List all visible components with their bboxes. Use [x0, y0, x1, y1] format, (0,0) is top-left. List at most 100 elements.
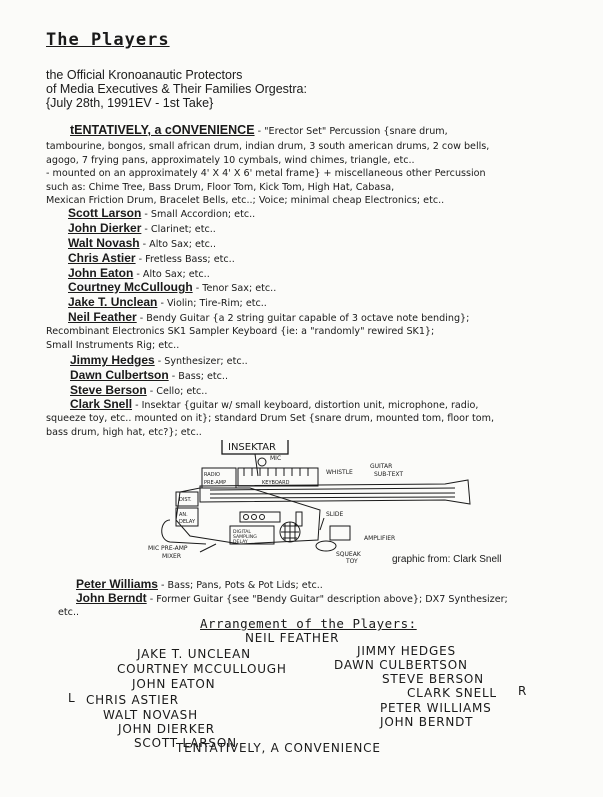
- arrangement-name: STEVE BERSON: [382, 672, 484, 686]
- band-desc-line: such as: Chime Tree, Bass Drum, Floor To…: [46, 182, 395, 193]
- label-dist: DIST.: [179, 497, 192, 503]
- amplifier-box: [329, 525, 351, 541]
- player-name: Neil Feather: [68, 310, 137, 324]
- player-entry: Clark Snell - Insektar {guitar w/ small …: [70, 398, 478, 412]
- band-desc-line: agogo, 7 frying pans, approximately 10 c…: [46, 155, 415, 166]
- player-entry: Scott Larson - Small Accordion; etc..: [68, 207, 255, 221]
- player-entry: Chris Astier - Fretless Bass; etc..: [68, 252, 235, 266]
- player-desc: - Synthesizer; etc..: [154, 356, 248, 367]
- arrangement-name: WALT NOVASH: [103, 708, 198, 722]
- band-desc-line: tambourine, bongos, small african drum, …: [46, 141, 490, 152]
- label-amplifier: AMPLIFIER: [364, 535, 395, 542]
- arrangement-left-mark: L: [68, 691, 76, 705]
- player-entry: Jimmy Hedges - Synthesizer; etc..: [70, 354, 248, 368]
- subtitle-line-1: the Official Kronoanautic Protectors: [46, 68, 243, 82]
- arrangement-name: JOHN BERNDT: [380, 715, 474, 729]
- player-entry: John Eaton - Alto Sax; etc..: [68, 267, 210, 281]
- mic-icon: [257, 457, 267, 467]
- player-entry: Peter Williams - Bass; Pans, Pots & Pot …: [76, 578, 323, 592]
- player-desc: - Former Guitar {see "Bendy Guitar" desc…: [146, 594, 508, 605]
- arrangement-name: SCOTT LARSON: [134, 736, 237, 750]
- player-name: John Berndt: [76, 591, 147, 605]
- player-desc: - Cello; etc..: [146, 386, 208, 397]
- arrangement-name: DAWN CULBERTSON: [334, 658, 468, 672]
- player-desc-cont: etc..: [58, 607, 80, 618]
- player-desc: - Small Accordion; etc..: [141, 209, 256, 220]
- band-desc-line: Mexican Friction Drum, Bracelet Bells, e…: [46, 195, 445, 206]
- squeak-toy-shape: [315, 540, 337, 552]
- label-mic: MIC: [270, 455, 281, 462]
- arrangement-heading: Arrangement of the Players:: [200, 616, 417, 631]
- player-name: Peter Williams: [76, 577, 158, 591]
- page-title: The Players: [46, 30, 170, 50]
- player-desc: - Fretless Bass; etc..: [135, 254, 235, 265]
- player-entry: John Dierker - Clarinet; etc..: [68, 222, 216, 236]
- player-desc: - Insektar {guitar w/ small keyboard, di…: [132, 400, 479, 411]
- label-squeak: SQUEAK: [336, 551, 362, 558]
- player-entry: Walt Novash - Alto Sax; etc..: [68, 237, 216, 251]
- arrangement-name: PETER WILLIAMS: [380, 701, 492, 715]
- arrangement-name: CHRIS ASTIER: [86, 693, 179, 707]
- player-entry: Steve Berson - Cello; etc..: [70, 384, 207, 398]
- player-name: Jake T. Unclean: [68, 295, 158, 309]
- player-name: Walt Novash: [68, 236, 140, 250]
- arrangement-right-mark: R: [518, 684, 528, 698]
- player-desc: - Tenor Sax; etc..: [192, 283, 277, 294]
- player-entry: Dawn Culbertson - Bass; etc..: [70, 369, 228, 383]
- arrangement-name: JIMMY HEDGES: [357, 644, 456, 658]
- player-desc: - Alto Sax; etc..: [133, 269, 210, 280]
- label-sampling: SAMPLING: [233, 534, 257, 540]
- band-desc: - "Erector Set" Percussion {snare drum,: [254, 126, 448, 137]
- player-desc: - Clarinet; etc..: [141, 224, 216, 235]
- arrangement-name: JOHN DIERKER: [118, 722, 215, 736]
- player-desc-cont: Small Instruments Rig; etc..: [46, 340, 180, 351]
- player-desc: - Bendy Guitar {a 2 string guitar capabl…: [136, 313, 470, 324]
- insektar-diagram: INSEKTAR MIC KEYBOARD WHISTLE GUITAR SUB…: [148, 440, 471, 565]
- player-entry: Courtney McCullough - Tenor Sax; etc..: [68, 281, 276, 295]
- player-name: John Eaton: [68, 266, 134, 280]
- label-subtext: SUB-TEXT: [374, 471, 403, 478]
- player-name: Jimmy Hedges: [70, 353, 155, 367]
- player-name: Clark Snell: [70, 397, 133, 411]
- arrangement-name: JOHN EATON: [132, 677, 216, 691]
- label-digital: DIGITAL: [233, 529, 251, 535]
- player-desc: - Bass; etc..: [168, 371, 229, 382]
- label-slide: SLIDE: [326, 511, 344, 518]
- arrangement-name: TENTATIVELY, A CONVENIENCE: [176, 741, 381, 755]
- label-mixer: MIXER: [162, 553, 181, 560]
- player-desc-cont: squeeze toy, etc.. mounted on it}; stand…: [46, 413, 495, 424]
- label-keyboard: KEYBOARD: [262, 480, 290, 486]
- arrangement-name: COURTNEY MCCULLOUGH: [117, 662, 287, 676]
- diagram-title: INSEKTAR: [228, 442, 276, 453]
- band-entry: tENTATIVELY, a cONVENIENCE - "Erector Se…: [70, 124, 448, 138]
- player-name: John Dierker: [68, 221, 142, 235]
- keyboard-shape: [237, 467, 319, 487]
- player-desc: - Bass; Pans, Pots & Pot Lids; etc..: [157, 580, 323, 591]
- dist-box: [175, 491, 199, 507]
- label-guitar: GUITAR: [370, 463, 392, 470]
- label-radio: RADIO: [204, 472, 220, 478]
- subtitle-line-3: {July 28th, 1991EV - 1st Take}: [46, 96, 214, 110]
- label-mic-preamp: MIC PRE-AMP: [148, 545, 188, 552]
- player-desc: - Violin; Tire-Rim; etc..: [157, 298, 267, 309]
- graphic-credit: graphic from: Clark Snell: [392, 554, 502, 565]
- arrangement-name: NEIL FEATHER: [245, 631, 340, 645]
- arrangement-name: JAKE T. UNCLEAN: [137, 647, 251, 661]
- subtitle-line-2: of Media Executives & Their Families Org…: [46, 82, 307, 96]
- player-name: Scott Larson: [68, 206, 142, 220]
- player-desc-cont: Recombinant Electronics SK1 Sampler Keyb…: [46, 326, 435, 337]
- label-an: AN.: [179, 512, 188, 518]
- player-name: Steve Berson: [70, 383, 147, 397]
- player-desc-cont: bass drum, high hat, etc?}; etc..: [46, 427, 202, 438]
- player-desc: - Alto Sax; etc..: [139, 239, 217, 250]
- player-entry: Neil Feather - Bendy Guitar {a 2 string …: [68, 311, 469, 325]
- label-delay: DELAY: [179, 519, 196, 525]
- band-name: tENTATIVELY, a cONVENIENCE: [70, 123, 255, 137]
- player-name: Chris Astier: [68, 251, 136, 265]
- player-entry: Jake T. Unclean - Violin; Tire-Rim; etc.…: [68, 296, 267, 310]
- player-entry: John Berndt - Former Guitar {see "Bendy …: [76, 592, 508, 606]
- player-name: Courtney McCullough: [68, 280, 193, 294]
- sampling-delay-box: [229, 525, 275, 545]
- label-toy: TOY: [345, 558, 358, 565]
- player-name: Dawn Culbertson: [70, 368, 169, 382]
